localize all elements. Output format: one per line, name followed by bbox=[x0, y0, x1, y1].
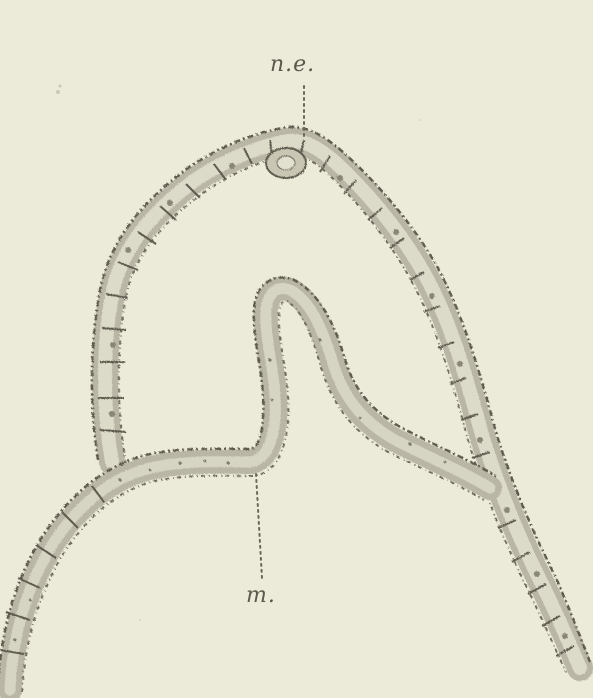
m-leader-line bbox=[256, 474, 262, 578]
neural-crest bbox=[266, 148, 306, 178]
label-mesoderm: m. bbox=[246, 583, 276, 608]
label-neural-ectoderm: n.e. bbox=[270, 52, 315, 77]
mesoderm-layer bbox=[0, 278, 496, 692]
